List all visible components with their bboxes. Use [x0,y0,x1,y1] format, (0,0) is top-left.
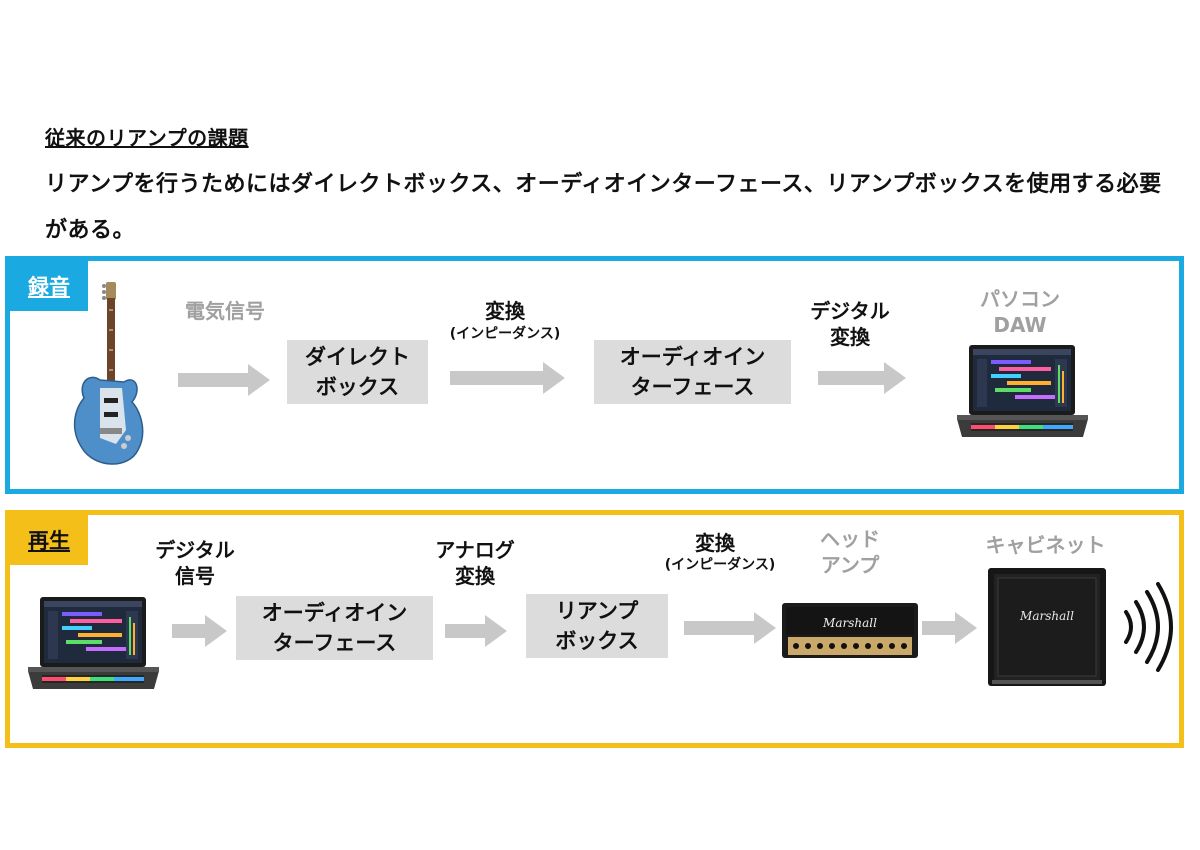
electric-guitar-image [73,282,144,465]
flow-arrow [178,364,270,396]
sound-wave-icon [1124,582,1173,672]
cabinet-label: キャビネット [985,533,1106,557]
cabinet-logo-text: Marshall [1019,609,1074,623]
analog-convert-label: アナログ 変換 [435,538,515,588]
amp-logo-text: Marshall [822,616,877,630]
flow-arrow [172,615,227,647]
convert-label: 変換 [695,531,735,555]
head-amp-label: ヘッド アンプ [820,527,880,577]
playback-tag: 再生 [10,515,88,565]
flow-arrow [445,615,507,647]
flow-arrow [922,612,977,644]
impedance-label: (インピーダンス) [449,326,561,342]
digital-signal-label: デジタル 信号 [155,538,235,588]
playback-panel: 再生 [5,510,1184,748]
page-title: 従来のリアンプの課題 [45,126,249,150]
pc-daw-label: パソコン DAW [980,287,1060,337]
reamp-box-node: リアンプ ボックス [526,594,668,658]
flow-arrow [450,362,565,394]
head-amplifier-image: Marshall [782,603,918,658]
direct-box-node: ダイレクト ボックス [287,340,428,404]
flow-arrow [684,612,776,644]
laptop-image [28,597,159,689]
audio-interface-node: オーディオイン ターフェース [594,340,791,404]
electric-signal-label: 電気信号 [185,299,265,323]
audio-interface-node: オーディオイン ターフェース [236,596,433,660]
digital-convert-label: デジタル 変換 [810,299,890,349]
description-text: リアンプを行うためにはダイレクトボックス、オーディオインターフェース、リアンプボ… [45,172,1162,243]
convert-label: 変換 [485,299,525,323]
speaker-cabinet-image: Marshall [988,568,1106,686]
laptop-image [957,345,1088,437]
recording-tag: 録音 [10,261,88,311]
impedance-label: (インピーダンス) [664,557,776,573]
recording-panel: 録音 [5,256,1184,494]
flow-arrow [818,362,906,394]
